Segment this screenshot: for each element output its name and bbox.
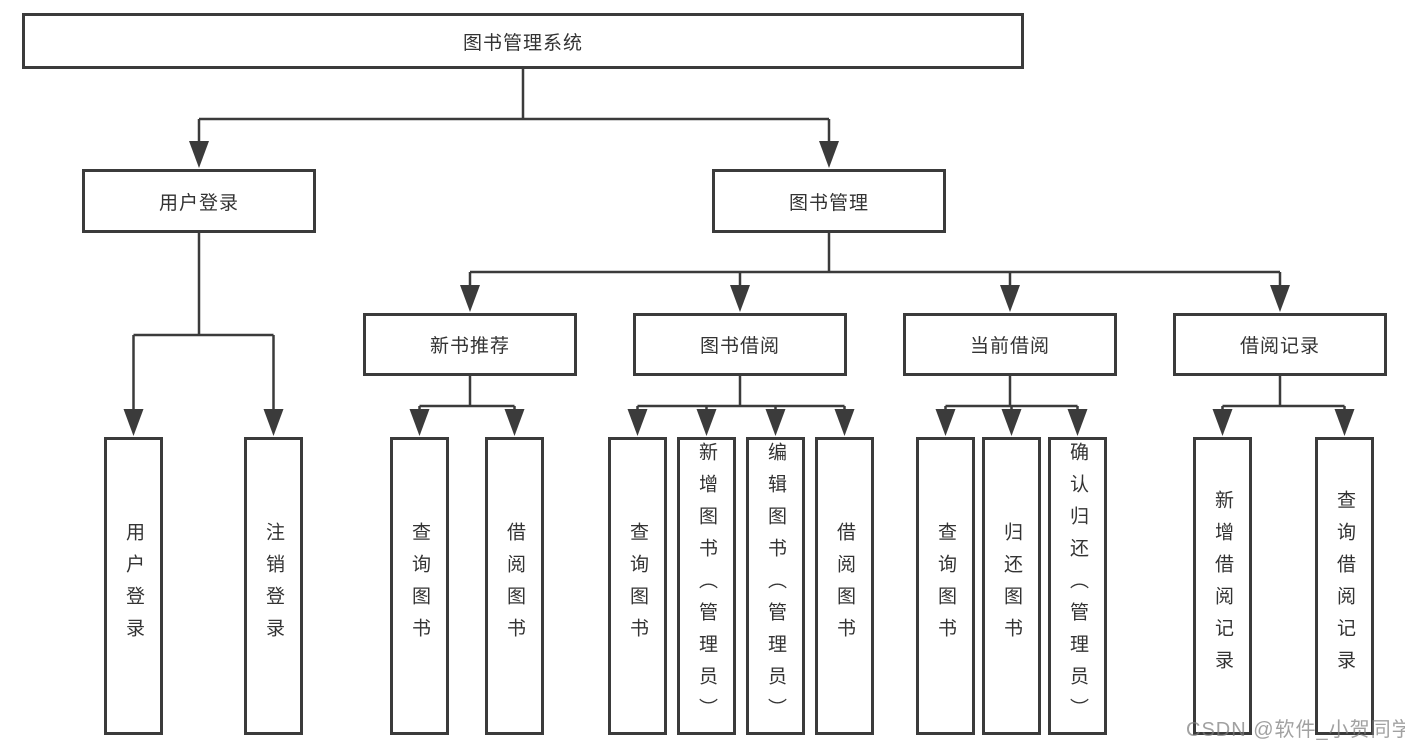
node-leaf-query-books-recommend: 查询图书	[390, 437, 449, 735]
node-book-management: 图书管理	[712, 169, 946, 233]
node-current-borrow: 当前借阅	[903, 313, 1117, 376]
node-leaf-query-books-borrow-label: 查询图书	[627, 522, 648, 650]
node-leaf-user-login: 用户登录	[104, 437, 163, 735]
node-user-login: 用户登录	[82, 169, 316, 233]
node-leaf-query-books-recommend-label: 查询图书	[409, 522, 430, 650]
node-leaf-confirm-return-admin: 确认归还（管理员）	[1048, 437, 1107, 735]
node-leaf-borrow-books-recommend-label: 借阅图书	[504, 522, 525, 650]
node-leaf-edit-book-admin-label: 编辑图书（管理员）	[765, 442, 786, 730]
node-system-root: 图书管理系统	[22, 13, 1024, 69]
node-book-borrow-label: 图书借阅	[699, 336, 780, 357]
node-borrow-records: 借阅记录	[1173, 313, 1387, 376]
node-leaf-add-borrow-record: 新增借阅记录	[1193, 437, 1252, 735]
node-leaf-add-borrow-record-label: 新增借阅记录	[1212, 490, 1233, 682]
node-leaf-logout: 注销登录	[244, 437, 303, 735]
node-leaf-query-borrow-record-label: 查询借阅记录	[1334, 490, 1355, 682]
node-leaf-confirm-return-admin-label: 确认归还（管理员）	[1067, 442, 1088, 730]
node-leaf-query-books-current-label: 查询图书	[935, 522, 956, 650]
node-book-borrow: 图书借阅	[633, 313, 847, 376]
watermark: CSDN @软件_小贺同学	[1186, 719, 1405, 741]
node-system-root-label: 图书管理系统	[462, 32, 583, 54]
arrowheads	[123, 141, 1355, 436]
node-current-borrow-label: 当前借阅	[969, 336, 1050, 357]
node-leaf-return-books-label: 归还图书	[1001, 522, 1022, 650]
node-leaf-logout-label: 注销登录	[263, 522, 284, 650]
node-borrow-records-label: 借阅记录	[1239, 336, 1320, 357]
node-leaf-borrow-books: 借阅图书	[815, 437, 874, 735]
node-new-book-recommend: 新书推荐	[363, 313, 577, 376]
node-leaf-add-book-admin-label: 新增图书（管理员）	[696, 442, 717, 730]
node-user-login-label: 用户登录	[158, 192, 239, 214]
node-leaf-borrow-books-label: 借阅图书	[834, 522, 855, 650]
node-leaf-query-borrow-record: 查询借阅记录	[1315, 437, 1374, 735]
node-book-management-label: 图书管理	[788, 192, 869, 214]
node-leaf-query-books-current: 查询图书	[916, 437, 975, 735]
node-leaf-add-book-admin: 新增图书（管理员）	[677, 437, 736, 735]
node-leaf-edit-book-admin: 编辑图书（管理员）	[746, 437, 805, 735]
node-leaf-borrow-books-recommend: 借阅图书	[485, 437, 544, 735]
node-leaf-query-books-borrow: 查询图书	[608, 437, 667, 735]
node-new-book-recommend-label: 新书推荐	[429, 336, 510, 357]
node-leaf-return-books: 归还图书	[982, 437, 1041, 735]
node-leaf-user-login-label: 用户登录	[123, 522, 144, 650]
